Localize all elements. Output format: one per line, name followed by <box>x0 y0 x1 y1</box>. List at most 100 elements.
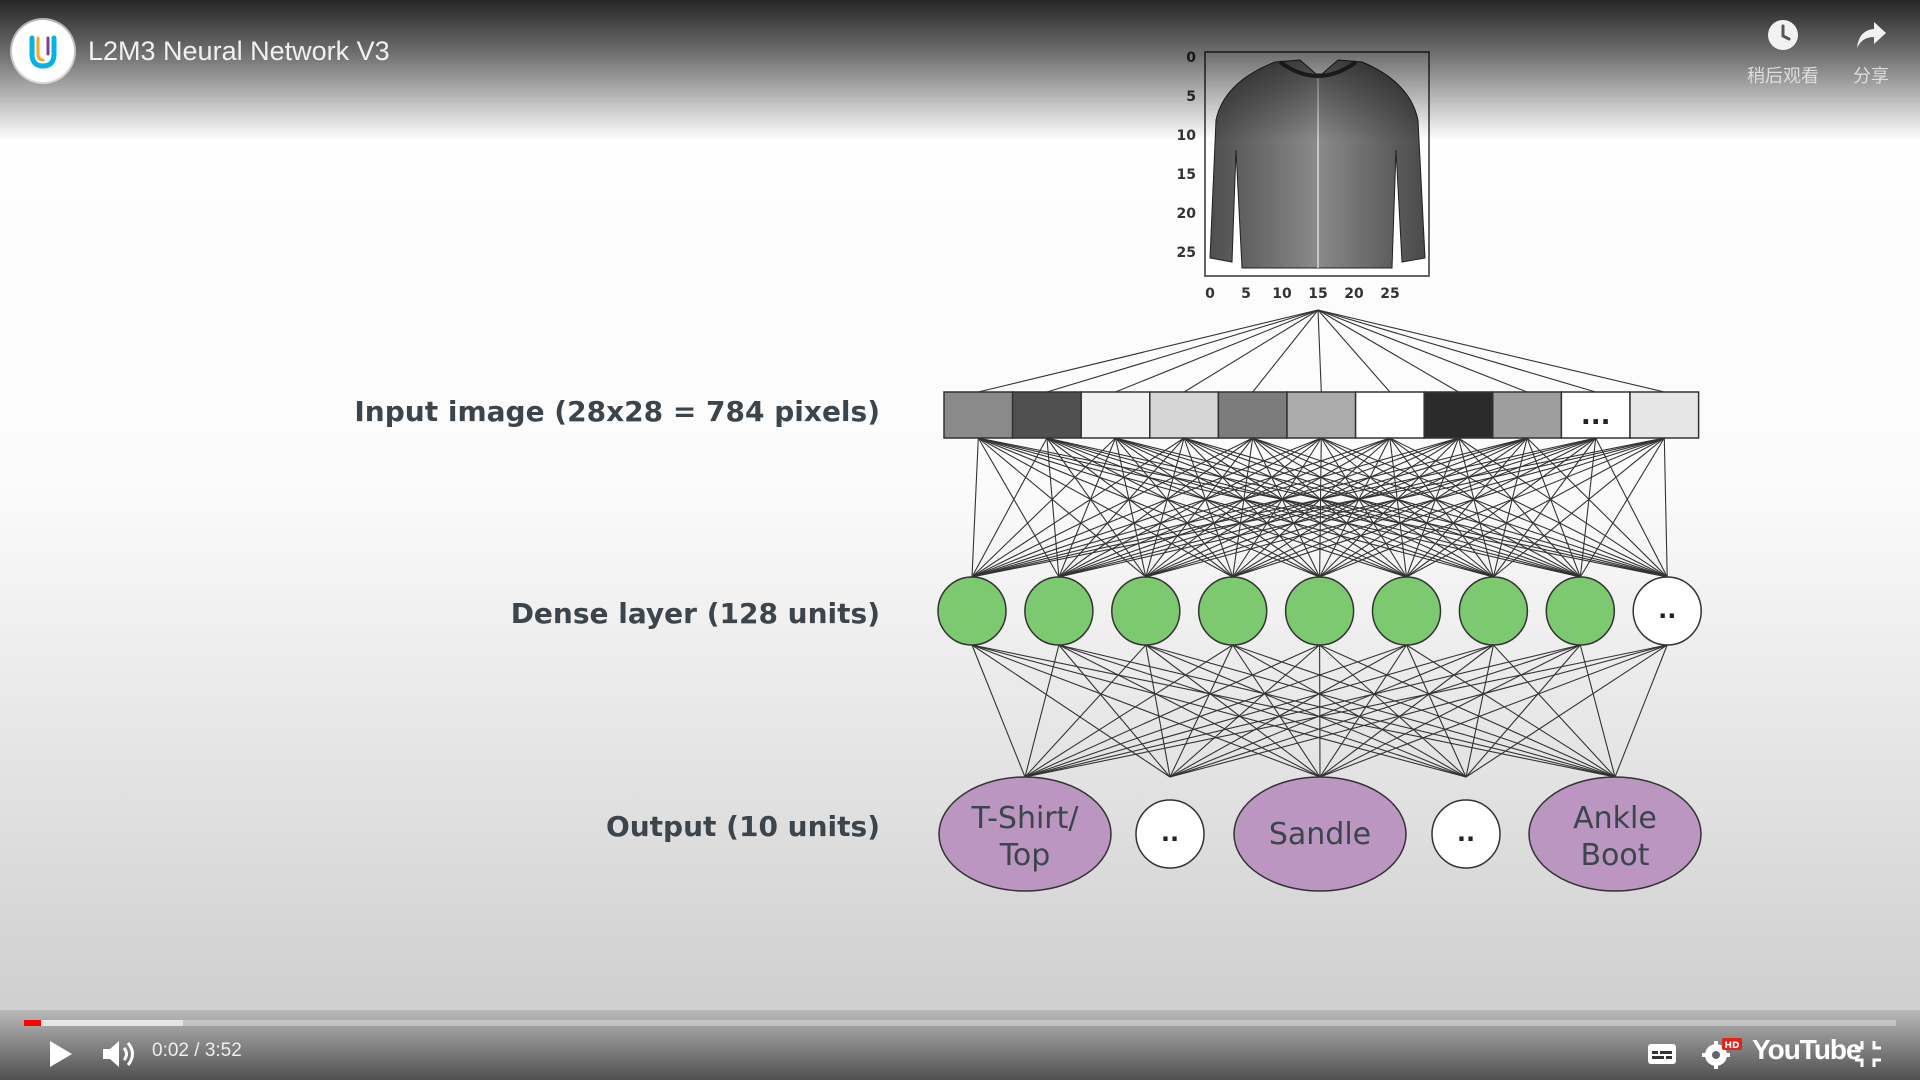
watch-later-label: 稍后观看 <box>1747 66 1819 87</box>
udacity-logo-icon[interactable] <box>12 20 74 82</box>
watch-later-button[interactable]: 稍后观看 <box>1738 18 1828 88</box>
progress-buffered <box>24 1020 184 1026</box>
dense-to-output-connections <box>971 644 1668 778</box>
dense-connection-line <box>1115 437 1234 578</box>
dense-connection-line <box>1058 437 1528 578</box>
dense-connection-line <box>1319 437 1665 578</box>
dense-connection-line <box>1145 437 1596 578</box>
input-pixel-cell <box>1629 391 1700 439</box>
output-connection-line <box>971 644 1321 778</box>
dense-connection-line <box>1493 437 1665 578</box>
settings-button[interactable]: HD <box>1700 1036 1744 1070</box>
dense-connection-line <box>971 437 1596 578</box>
subtitles-icon <box>1648 1044 1676 1064</box>
dense-connection-line <box>1046 437 1060 578</box>
dense-connection-line <box>1252 437 1581 578</box>
output-connection-line <box>1169 644 1668 778</box>
dense-connection-line <box>977 437 1147 578</box>
exit-fullscreen-button[interactable] <box>1852 1038 1884 1070</box>
dense-node <box>1371 576 1442 646</box>
play-button[interactable] <box>42 1038 78 1070</box>
dense-node <box>937 576 1007 646</box>
dense-connection-line <box>1183 437 1234 578</box>
image-connection-line <box>1317 309 1322 393</box>
dense-connection-line <box>1232 437 1322 578</box>
image-connection-line <box>1317 309 1459 393</box>
output-connection-line <box>1024 644 1407 778</box>
dense-connection-line <box>971 437 1459 578</box>
dense-connection-line <box>1145 437 1528 578</box>
y-tick-label: 25 <box>1177 245 1196 261</box>
dense-connection-line <box>1115 437 1407 578</box>
dense-connection-line <box>1232 437 1596 578</box>
x-tick-label: 0 <box>1205 286 1215 302</box>
output-connection-line <box>1465 644 1668 778</box>
dense-connection-line <box>971 437 979 578</box>
share-arrow-icon <box>1857 22 1886 48</box>
output-connection-line <box>1614 644 1668 778</box>
input-pixel-cell <box>1080 391 1151 439</box>
dense-connection-line <box>978 437 1494 578</box>
video-title[interactable]: L2M3 Neural Network V3 <box>88 36 390 66</box>
dense-connection-line <box>977 437 1060 578</box>
dense-connection-line <box>1058 437 1459 578</box>
output-node <box>1233 776 1407 892</box>
image-connection-line <box>1046 309 1319 393</box>
input-layer: ... <box>943 391 1700 439</box>
output-connection-line <box>1319 644 1616 778</box>
image-connection-line <box>1317 309 1596 393</box>
dense-layer-label: Dense layer (128 units) <box>511 597 880 630</box>
dense-connection-line <box>978 437 1233 578</box>
dense-connection-line <box>1145 437 1665 578</box>
image-connection-line <box>978 309 1319 393</box>
dense-connection-line <box>971 437 1253 578</box>
output-connection-line <box>1024 644 1320 778</box>
output-connection-line <box>971 644 1026 778</box>
output-connection-line <box>1024 644 1668 778</box>
output-connection-line <box>971 644 1171 778</box>
dense-connection-line <box>1183 437 1581 578</box>
youtube-logo[interactable]: YouTube <box>1752 1034 1862 1065</box>
dense-connection-line <box>971 437 1322 578</box>
dense-node <box>1458 576 1529 646</box>
settings-gear-icon: HD <box>1702 1038 1742 1069</box>
output-connection-line <box>971 644 1616 778</box>
output-connection-line <box>1024 644 1147 778</box>
dense-connection-line <box>1145 437 1254 578</box>
output-connection-line <box>1145 644 1321 778</box>
image-to-input-connections <box>978 309 1665 393</box>
output-node <box>938 776 1112 892</box>
output-ellipsis-text: .. <box>1457 819 1475 847</box>
dense-connection-line <box>1114 437 1147 578</box>
output-connection-line <box>1058 644 1616 778</box>
volume-button[interactable] <box>100 1038 140 1070</box>
subtitles-button[interactable] <box>1646 1040 1678 1068</box>
output-connection-line <box>1058 644 1321 778</box>
output-layer-label: Output (10 units) <box>606 810 880 843</box>
output-connection-line <box>1058 644 1171 778</box>
output-connection-line <box>1169 644 1407 778</box>
output-connection-line <box>1232 644 1616 778</box>
output-ellipsis-text: .. <box>1161 819 1179 847</box>
x-tick-label: 15 <box>1308 286 1327 302</box>
input-pixel-cell <box>1217 391 1288 439</box>
dense-connection-line <box>971 437 1665 578</box>
share-button[interactable]: 分享 <box>1826 18 1916 88</box>
output-connection-line <box>1169 644 1234 778</box>
x-tick-label: 20 <box>1344 286 1364 302</box>
dense-connection-line <box>1058 437 1117 578</box>
output-ellipsis-node <box>1135 799 1205 869</box>
time-display: 0:02 / 3:52 <box>152 1040 242 1061</box>
dense-connection-line <box>1046 437 1581 578</box>
dense-connection-line <box>971 437 1116 578</box>
dense-connection-line <box>1406 437 1665 578</box>
input-pixel-cell <box>1492 391 1563 439</box>
dense-connection-line <box>1145 437 1185 578</box>
progress-bar[interactable] <box>24 1020 1896 1026</box>
dense-connection-line <box>1232 437 1254 578</box>
dense-connection-line <box>1183 437 1668 578</box>
dense-connection-line <box>1115 437 1494 578</box>
